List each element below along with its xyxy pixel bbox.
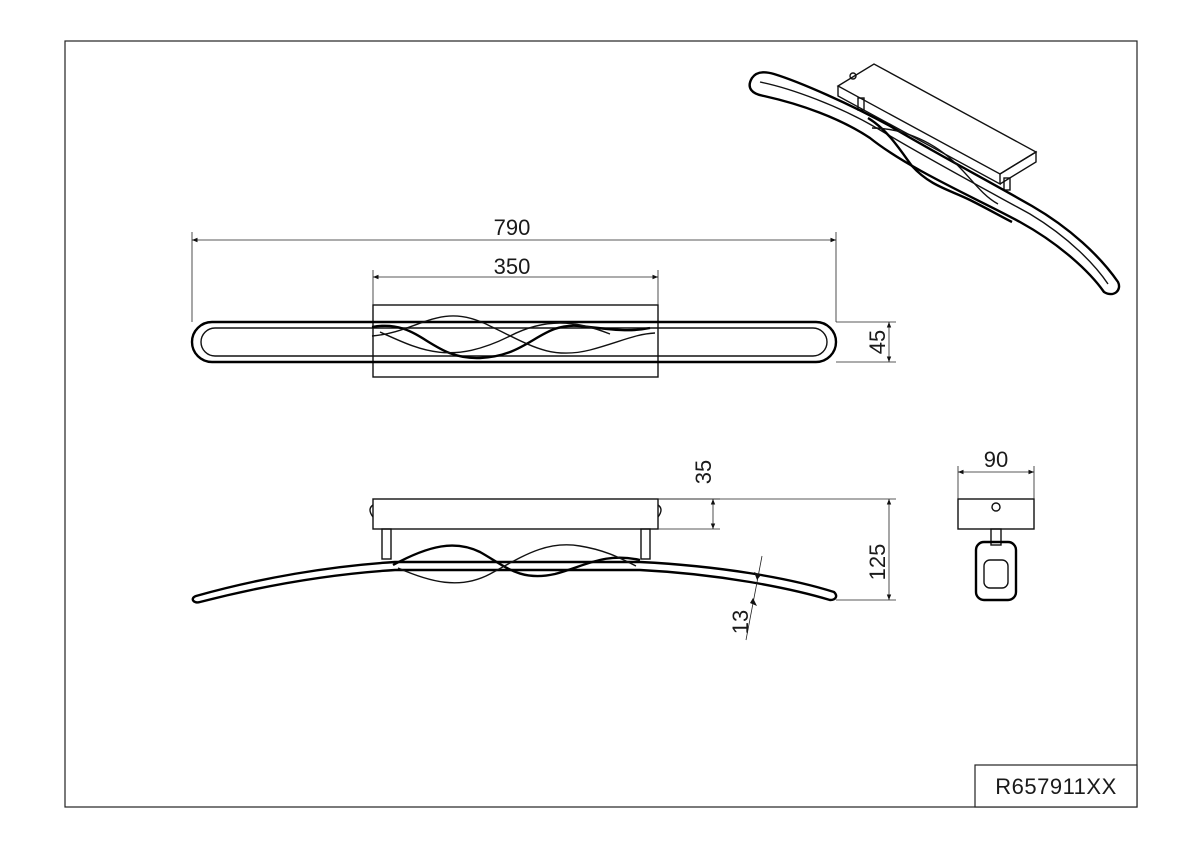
product-code: R657911XX (995, 774, 1117, 799)
end-view-screw (991, 502, 1001, 512)
end-view-stem (990, 528, 1002, 546)
front-view-bar (191, 560, 838, 604)
dim-350-label: 350 (494, 254, 531, 279)
top-view-bar-inner (200, 327, 828, 357)
dim-13-line (745, 555, 763, 641)
dim-790-label: 790 (494, 215, 531, 240)
title-block: R657911XX (974, 764, 1138, 808)
dim-13-arrow-bottom (750, 598, 757, 606)
iso-canopy-screw (849, 72, 857, 80)
front-view-twist-b (397, 544, 637, 584)
front-view-stem-right (640, 528, 651, 560)
top-view: 790 350 45 (190, 215, 896, 378)
dim-35-label: 35 (691, 460, 716, 484)
product-code-box (974, 764, 1138, 808)
dim-13-label: 13 (728, 610, 753, 634)
drawing-frame (64, 40, 1138, 808)
end-view-bar-outer (974, 540, 1018, 602)
front-view-screw-left (369, 504, 374, 518)
dim-125-label: 125 (865, 544, 890, 581)
iso-stem-right (1003, 177, 1011, 191)
dim-13-arrow-top (754, 572, 761, 580)
front-view-twist-a (392, 544, 641, 578)
top-view-twist-a (371, 324, 651, 360)
top-view-twist-c (379, 322, 611, 354)
front-view-stem-left (381, 528, 392, 560)
isometric-view (748, 63, 1121, 296)
front-view-screw-right (657, 504, 662, 518)
dim-90-label: 90 (984, 447, 1008, 472)
iso-canopy-side (999, 150, 1037, 185)
top-view-bar-outer (190, 320, 838, 364)
top-view-canopy (372, 304, 659, 378)
iso-twist-b (871, 127, 999, 205)
iso-bar-outer (748, 71, 1121, 296)
end-view: 90 (957, 447, 1035, 602)
front-view-canopy (372, 498, 659, 530)
top-view-twist-b (371, 315, 656, 354)
end-view-bar-inner (983, 559, 1009, 589)
iso-twist-a (867, 116, 1013, 224)
iso-canopy-front (837, 86, 1001, 186)
dim-45-label: 45 (865, 330, 890, 354)
front-view: 35 125 13 (191, 460, 896, 641)
iso-bar-inner (759, 81, 1109, 285)
